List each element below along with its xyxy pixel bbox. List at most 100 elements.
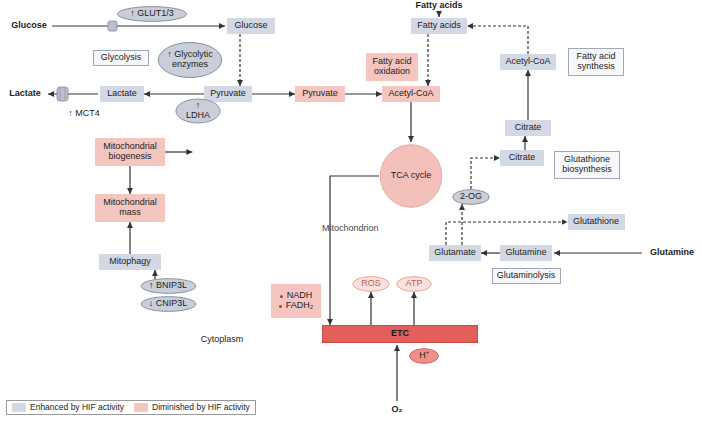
metabolite-label: Lactate [9, 89, 41, 99]
metabolite-box: Lactate [100, 86, 144, 102]
oval-outline [353, 277, 389, 292]
metabolite-box: Citrate [500, 150, 544, 166]
node-text: Acetyl-CoA [505, 57, 550, 67]
oval-outline [453, 190, 489, 205]
glut-transporter [108, 21, 117, 31]
flux-arrow [427, 34, 428, 86]
enzyme-oval: H⁺ [409, 348, 439, 364]
outer-membrane [182, 70, 550, 328]
transporter-line [60, 88, 61, 100]
flux-arrow [252, 93, 295, 94]
flux-arrow [370, 292, 371, 325]
flux-arrow [144, 93, 204, 94]
metabolite-box: Glucose [227, 18, 275, 34]
node-text: Lactate [107, 89, 137, 99]
metabolite-box: Acetyl-CoA [500, 54, 556, 70]
flux-arrow [129, 222, 130, 254]
node-text: ↑ Glycolytic enzymes [165, 50, 215, 70]
node-text: Fatty acid oxidation [371, 57, 413, 77]
cell-body [62, 10, 688, 395]
legend-text: Enhanced by HIF activity [30, 403, 124, 412]
metabolite-label: ↑ MCT4 [68, 109, 100, 119]
oval-outline [397, 277, 432, 292]
inner-membrane [192, 80, 540, 318]
uptake-arrow [52, 25, 225, 26]
flux-arrow [330, 176, 379, 325]
flux-arrow [524, 136, 525, 150]
oxygen-arrow [396, 345, 397, 401]
enzyme-oval: ATP [396, 276, 432, 292]
legend-swatch [134, 403, 148, 412]
metabolite-box: Fatty acid oxidation [366, 53, 418, 81]
node-text: Glutamate [434, 248, 476, 258]
process-box: Glycolysis [93, 50, 149, 66]
flux-arrow [239, 34, 240, 86]
enzyme-oval: ↑ GLUT1/3 [116, 6, 188, 22]
metabolite-label: Fatty acids [415, 1, 462, 11]
process-box: Fatty acid synthesis [568, 48, 624, 76]
node-text: Glutaminolysis [497, 271, 556, 281]
enzyme-oval: ROS [352, 276, 390, 292]
node-text: Pyruvate [302, 89, 338, 99]
flux-arrow [446, 222, 568, 245]
node-text: Citrate [509, 153, 536, 163]
flux-arrow [154, 270, 155, 279]
legend-item: Diminished by HIF activity [134, 403, 250, 412]
legend-box: Enhanced by HIF activity Diminished by HI… [6, 400, 256, 415]
flux-arrow [165, 151, 192, 152]
process-box: Glutaminolysis [492, 268, 561, 284]
metabolite-label: O₂ [392, 405, 403, 415]
uptake-arrow [554, 252, 642, 253]
node-text: Mitochondrial biogenesis [100, 142, 160, 162]
oval-outline [176, 99, 220, 123]
metabolite-box: Glutathione [568, 214, 625, 230]
metabolite-box: Mitochondrial biogenesis [95, 138, 165, 166]
node-text: ↓ CNIP3L [149, 299, 188, 309]
transporter-body [57, 87, 68, 101]
node-text: Glutathione [573, 217, 619, 227]
legend-swatch [12, 403, 26, 412]
mct4-transporter [57, 87, 68, 101]
metabolite-box: Citrate [505, 120, 551, 136]
metabolite-label: Cytoplasm [201, 335, 244, 345]
flux-arrow [527, 70, 528, 120]
metabolite-box: Mitochondrial mass [95, 194, 165, 222]
node-text: ROS [361, 279, 381, 289]
organelle-label: Mitochondrion [322, 224, 379, 234]
node-text: Acetyl-CoA [388, 89, 433, 99]
node-text: Glycolysis [101, 53, 142, 63]
node-text: Glutathione biosynthesis [559, 155, 615, 175]
metabolite-box: Glutamine [500, 245, 552, 261]
process-box: Glutathione biosynthesis [554, 151, 620, 179]
node-text: Glutamine [505, 248, 546, 258]
metabolite-label: Glutamine [650, 248, 694, 258]
oval-outline [410, 349, 439, 364]
node-text: NADH [280, 291, 313, 301]
node-text: Mitochondrial mass [100, 198, 160, 218]
oval-outline [141, 297, 196, 312]
enzyme-oval: TCA cycle [379, 142, 443, 210]
flux-arrow [481, 252, 500, 253]
enzyme-oval: ↑ LDHA [175, 98, 221, 124]
flux-arrow [471, 158, 500, 189]
transporter-line [65, 88, 66, 100]
node-text: TCA cycle [391, 171, 432, 181]
node-text: ATP [406, 279, 423, 289]
node-text: Pyruvate [210, 89, 246, 99]
node-text: ETC [391, 329, 409, 339]
flux-arrow [467, 26, 528, 54]
node-text: ↑ LDHA [183, 101, 213, 121]
flux-arrow [413, 292, 414, 325]
flux-arrow [461, 204, 462, 245]
flux-arrow [410, 102, 411, 142]
enzyme-oval: ↑ Glycolytic enzymes [157, 41, 223, 79]
node-text: FADH₂ [279, 301, 314, 311]
crista [473, 109, 487, 158]
node-text: ↑ GLUT1/3 [130, 9, 174, 19]
node-text: 2-OG [460, 192, 482, 202]
enzyme-oval: ↑ BNIP3L [140, 278, 197, 294]
node-text: Citrate [515, 123, 542, 133]
organelle-outline: Mitochondrion Pyruvate Acetyl-CoA TCA cycle… [180, 68, 552, 330]
legend-text: Diminished by HIF activity [152, 403, 250, 412]
